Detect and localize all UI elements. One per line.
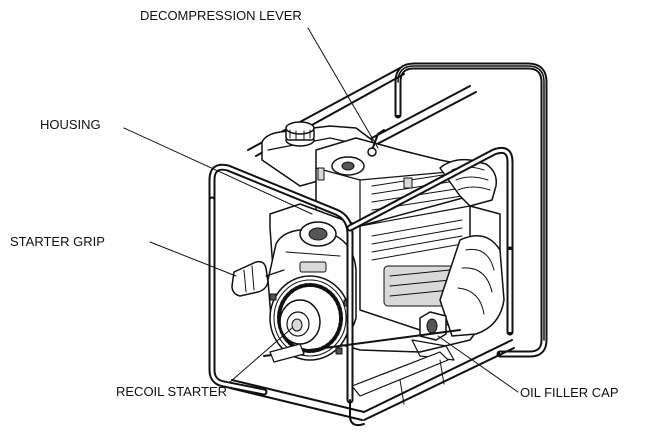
leader-lines bbox=[123, 27, 519, 393]
leader-recoil-starter bbox=[229, 327, 293, 383]
leader-starter-grip bbox=[149, 241, 237, 277]
starter-grip bbox=[231, 260, 285, 297]
label-recoil-starter: RECOIL STARTER bbox=[116, 384, 227, 399]
label-housing: HOUSING bbox=[40, 117, 101, 132]
label-oil-filler-cap: OIL FILLER CAP bbox=[520, 385, 619, 400]
leader-decompression-lever bbox=[307, 27, 379, 149]
label-starter-grip: STARTER GRIP bbox=[10, 234, 105, 249]
recoil-starter bbox=[269, 275, 351, 361]
leader-oil-filler-cap bbox=[437, 335, 519, 393]
leader-housing bbox=[123, 127, 313, 215]
label-decompression-lever: DECOMPRESSION LEVER bbox=[140, 8, 302, 23]
frame-front bbox=[208, 146, 515, 427]
